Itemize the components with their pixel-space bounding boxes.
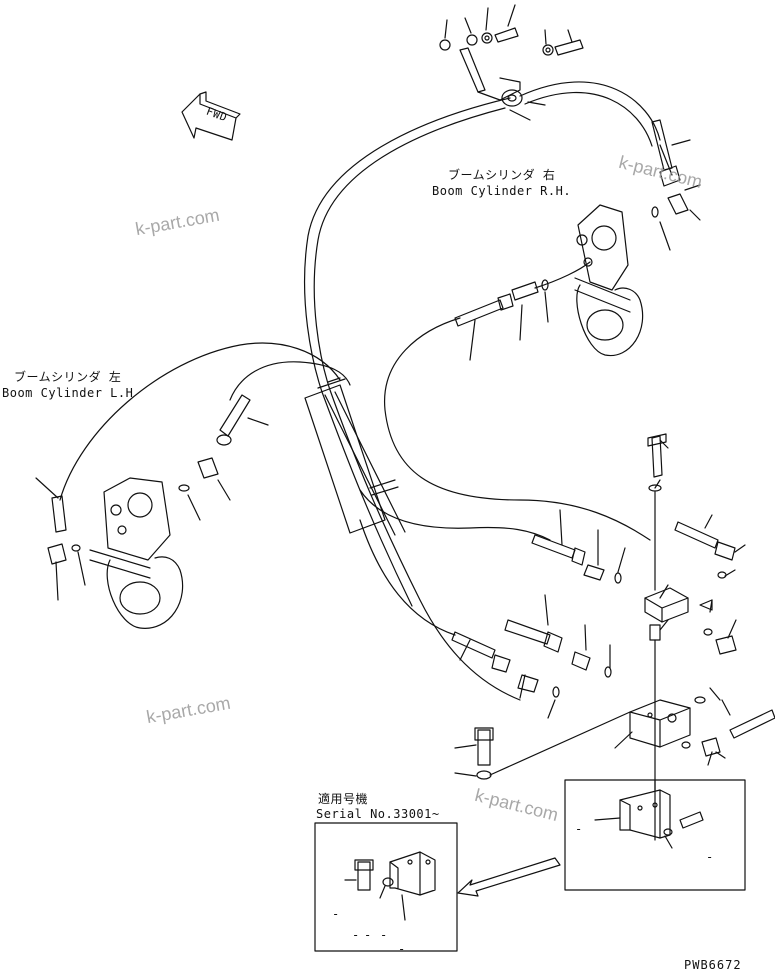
hose-lh-1 xyxy=(59,342,341,501)
hose-sleeve xyxy=(304,377,406,536)
drawing-code: PWB6672 xyxy=(684,958,742,972)
inset-dash-2: - xyxy=(352,928,360,942)
bracket-frame xyxy=(564,701,746,891)
top-clamp-assembly xyxy=(439,4,584,121)
inset-dash-3: - xyxy=(364,928,372,942)
hose-main xyxy=(303,81,673,701)
bolt-washer-left xyxy=(454,711,631,780)
boom-cylinder-rh-en-label: Boom Cylinder R.H. xyxy=(432,184,572,198)
inset-dash-1: - xyxy=(332,907,340,921)
junction-block-upper xyxy=(644,433,746,703)
serial-en-label: Serial No.33001~ xyxy=(316,807,440,821)
hose-rh-lower xyxy=(384,317,651,541)
boom-cylinder-lh-jp-label: ブームシリンダ 左 xyxy=(14,370,122,384)
hose-lh-2 xyxy=(229,361,351,401)
serial-jp-label: 適用号機 xyxy=(318,792,369,806)
boom-cylinder-lh-en-label: Boom Cylinder L.H xyxy=(2,386,134,400)
boom-cylinder-lh xyxy=(35,394,269,629)
reference-arrow-icon xyxy=(457,857,561,897)
hose-lh-4 xyxy=(359,519,456,636)
fwd-arrow-icon xyxy=(181,91,241,141)
boom-cylinder-rh-jp-label: ブームシリンダ 右 xyxy=(448,168,556,182)
junction-block-lower xyxy=(614,687,775,766)
boom-cylinder-rh xyxy=(454,119,701,361)
hose-rh-lower-2 xyxy=(534,261,591,289)
serial-inset-box xyxy=(314,822,458,952)
inset-dash-4: - xyxy=(380,928,388,942)
inset-dash-5: - xyxy=(398,942,406,956)
bracket-dash-1: - xyxy=(575,822,583,836)
center-fittings xyxy=(451,509,626,719)
bracket-dash-2: - xyxy=(706,850,714,864)
hose-lh-3 xyxy=(359,489,551,541)
